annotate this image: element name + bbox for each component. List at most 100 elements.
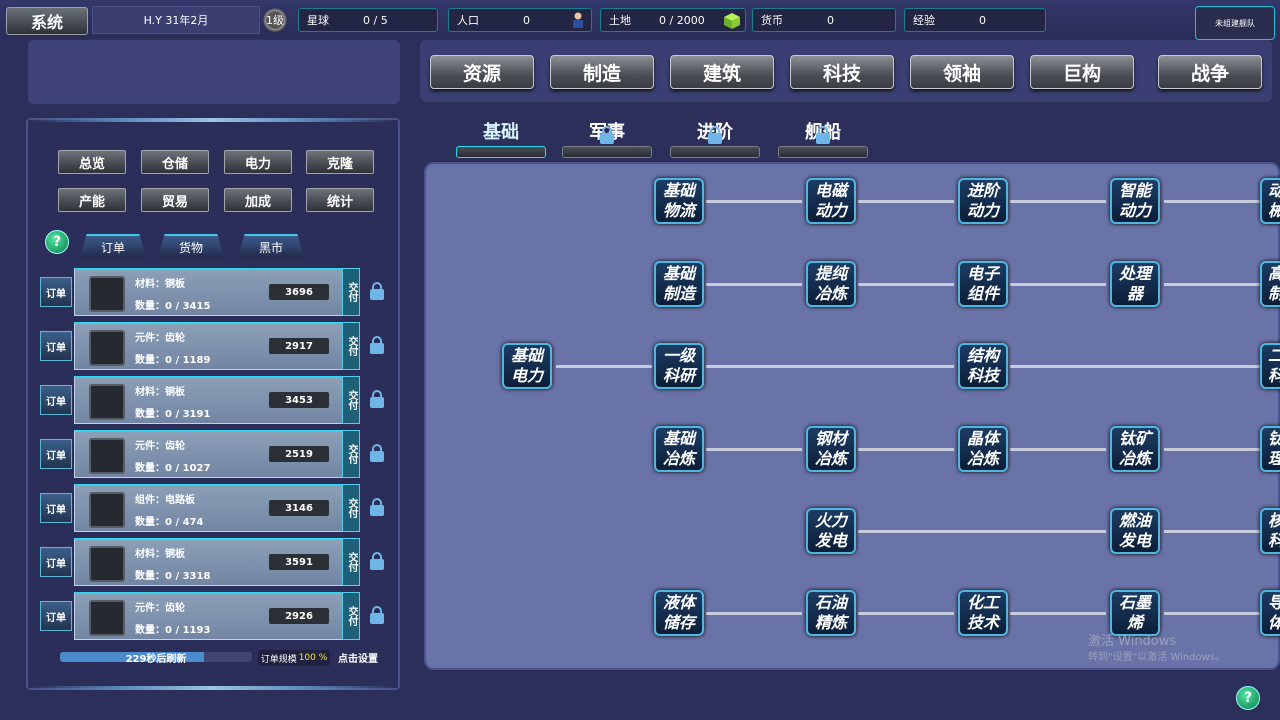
level-gear-icon: 1级 — [262, 6, 288, 34]
tech-node-research-1[interactable]: 一级 科研 — [654, 343, 704, 389]
tech-tab-military[interactable]: 军事 — [562, 114, 652, 158]
nav-building-button[interactable]: 建筑 — [670, 55, 774, 89]
stat-currency-label: 货币 — [761, 14, 783, 27]
tech-node-processor[interactable]: 处理 器 — [1110, 261, 1160, 307]
sidebar-capacity-button[interactable]: 产能 — [58, 188, 126, 212]
tech-node-liquid-storage[interactable]: 液体 储存 — [654, 590, 704, 636]
sidebar-clone-button[interactable]: 克隆 — [306, 150, 374, 174]
tech-node-partial[interactable]: 导 体 — [1260, 590, 1280, 636]
tech-node-steel-smelting[interactable]: 钢材 冶炼 — [806, 426, 856, 472]
tech-tab-basic[interactable]: 基础 — [456, 114, 546, 158]
nav-war-button[interactable]: 战争 — [1158, 55, 1262, 89]
refresh-progress-bar — [60, 652, 252, 662]
order-item-icon — [89, 276, 125, 312]
fleet-status-button[interactable]: 未组建舰队 — [1195, 6, 1275, 40]
deliver-button[interactable]: 交付 — [342, 376, 360, 424]
unlock-icon[interactable] — [370, 336, 384, 354]
tech-node-fuel-power[interactable]: 燃油 发电 — [1110, 508, 1160, 554]
nav-leader-button[interactable]: 领袖 — [910, 55, 1014, 89]
tech-connector — [1010, 200, 1106, 203]
unlock-icon[interactable] — [370, 390, 384, 408]
nav-megastructure-button[interactable]: 巨构 — [1030, 55, 1134, 89]
tech-node-graphene[interactable]: 石墨 烯 — [1110, 590, 1160, 636]
stat-land-value: 0 / 2000 — [659, 13, 705, 27]
tech-node-purification[interactable]: 提纯 冶炼 — [806, 261, 856, 307]
sidebar-storage-button[interactable]: 仓储 — [141, 150, 209, 174]
deliver-button[interactable]: 交付 — [342, 592, 360, 640]
tech-node-thermal-power[interactable]: 火力 发电 — [806, 508, 856, 554]
tech-node-basic-power[interactable]: 基础 电力 — [502, 343, 552, 389]
order-label[interactable]: 订单 — [40, 277, 72, 307]
tech-node-partial[interactable]: 二 科 — [1260, 343, 1280, 389]
sidebar-overview-button[interactable]: 总览 — [58, 150, 126, 174]
tech-node-smart-power[interactable]: 智能 动力 — [1110, 178, 1160, 224]
tech-node-partial[interactable]: 钛 理 — [1260, 426, 1280, 472]
level-label: 1级 — [266, 14, 284, 27]
sidebar-power-button[interactable]: 电力 — [224, 150, 292, 174]
lock-icon — [816, 126, 830, 144]
help-icon[interactable]: ? — [1236, 686, 1260, 710]
sidebar-stats-button[interactable]: 统计 — [306, 188, 374, 212]
nav-resources-button[interactable]: 资源 — [430, 55, 534, 89]
tech-node-em-power[interactable]: 电磁 动力 — [806, 178, 856, 224]
tech-node-chemical-tech[interactable]: 化工 技术 — [958, 590, 1008, 636]
land-cube-icon — [723, 12, 741, 30]
deliver-button[interactable]: 交付 — [342, 484, 360, 532]
order-label[interactable]: 订单 — [40, 439, 72, 469]
tech-node-advanced-power[interactable]: 进阶 动力 — [958, 178, 1008, 224]
tech-node-basic-logistics[interactable]: 基础 物流 — [654, 178, 704, 224]
unlock-icon[interactable] — [370, 444, 384, 462]
deliver-button[interactable]: 交付 — [342, 430, 360, 478]
unlock-icon[interactable] — [370, 552, 384, 570]
tech-tab-ships[interactable]: 舰船 — [778, 114, 868, 158]
nav-manufacturing-button[interactable]: 制造 — [550, 55, 654, 89]
stat-land: 土地 0 / 2000 — [600, 8, 746, 32]
order-label[interactable]: 订单 — [40, 547, 72, 577]
lock-icon — [600, 126, 614, 144]
order-item-name: 材料：铜板 — [135, 549, 185, 560]
tab-goods[interactable]: 货物 — [158, 234, 224, 258]
tech-node-basic-smelting[interactable]: 基础 冶炼 — [654, 426, 704, 472]
order-label[interactable]: 订单 — [40, 331, 72, 361]
tech-node-partial[interactable]: 动 械 — [1260, 178, 1280, 224]
unlock-icon[interactable] — [370, 282, 384, 300]
tech-node-titanium-smelting[interactable]: 钛矿 冶炼 — [1110, 426, 1160, 472]
order-settings-link[interactable]: 点击设置 — [338, 654, 378, 665]
tech-tab-advanced[interactable]: 进阶 — [670, 114, 760, 158]
order-item-name: 元件：齿轮 — [135, 603, 185, 614]
sidebar-trade-button[interactable]: 贸易 — [141, 188, 209, 212]
tech-connector — [556, 365, 652, 368]
tab-black-market[interactable]: 黑市 — [238, 234, 304, 258]
tech-tab-base — [778, 146, 868, 158]
sidebar-help-icon[interactable]: ? — [45, 230, 69, 254]
unlock-icon[interactable] — [370, 606, 384, 624]
tech-node-electronics[interactable]: 电子 组件 — [958, 261, 1008, 307]
tech-node-label: 高 制 — [1268, 264, 1280, 304]
deliver-button[interactable]: 交付 — [342, 538, 360, 586]
tech-node-partial[interactable]: 核 科 — [1260, 508, 1280, 554]
system-menu-button[interactable]: 系统 — [6, 7, 88, 35]
tech-connector — [1010, 365, 1260, 368]
order-label[interactable]: 订单 — [40, 493, 72, 523]
tech-node-partial[interactable]: 高 制 — [1260, 261, 1280, 307]
sidebar-bonus-button[interactable]: 加成 — [224, 188, 292, 212]
tech-node-petroleum-refining[interactable]: 石油 精炼 — [806, 590, 856, 636]
tech-node-structure[interactable]: 结构 科技 — [958, 343, 1008, 389]
order-label[interactable]: 订单 — [40, 601, 72, 631]
deliver-button[interactable]: 交付 — [342, 268, 360, 316]
unlock-icon[interactable] — [370, 498, 384, 516]
order-label[interactable]: 订单 — [40, 385, 72, 415]
tech-node-crystal-smelting[interactable]: 晶体 冶炼 — [958, 426, 1008, 472]
tab-orders[interactable]: 订单 — [80, 234, 146, 258]
nav-technology-button[interactable]: 科技 — [790, 55, 894, 89]
deliver-button[interactable]: 交付 — [342, 322, 360, 370]
tech-node-basic-manufacturing[interactable]: 基础 制造 — [654, 261, 704, 307]
